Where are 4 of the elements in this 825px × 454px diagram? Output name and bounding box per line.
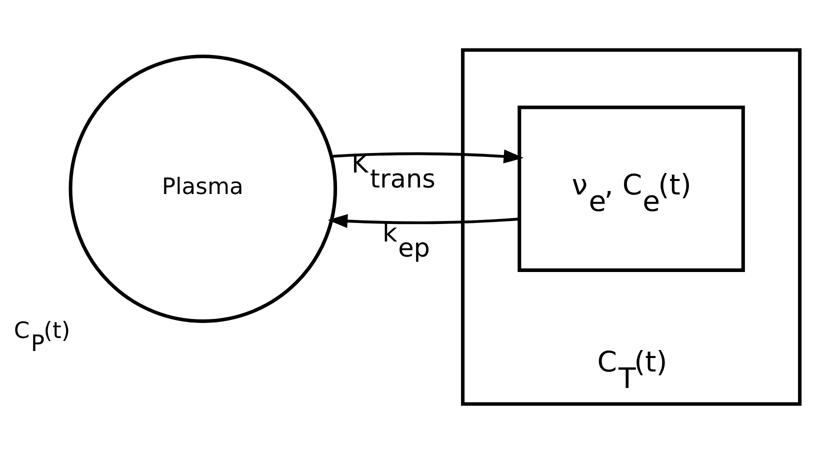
arrow [328, 214, 519, 228]
arrow [331, 150, 524, 164]
node-circle: Plasma [68, 54, 338, 323]
cluster [461, 48, 802, 406]
